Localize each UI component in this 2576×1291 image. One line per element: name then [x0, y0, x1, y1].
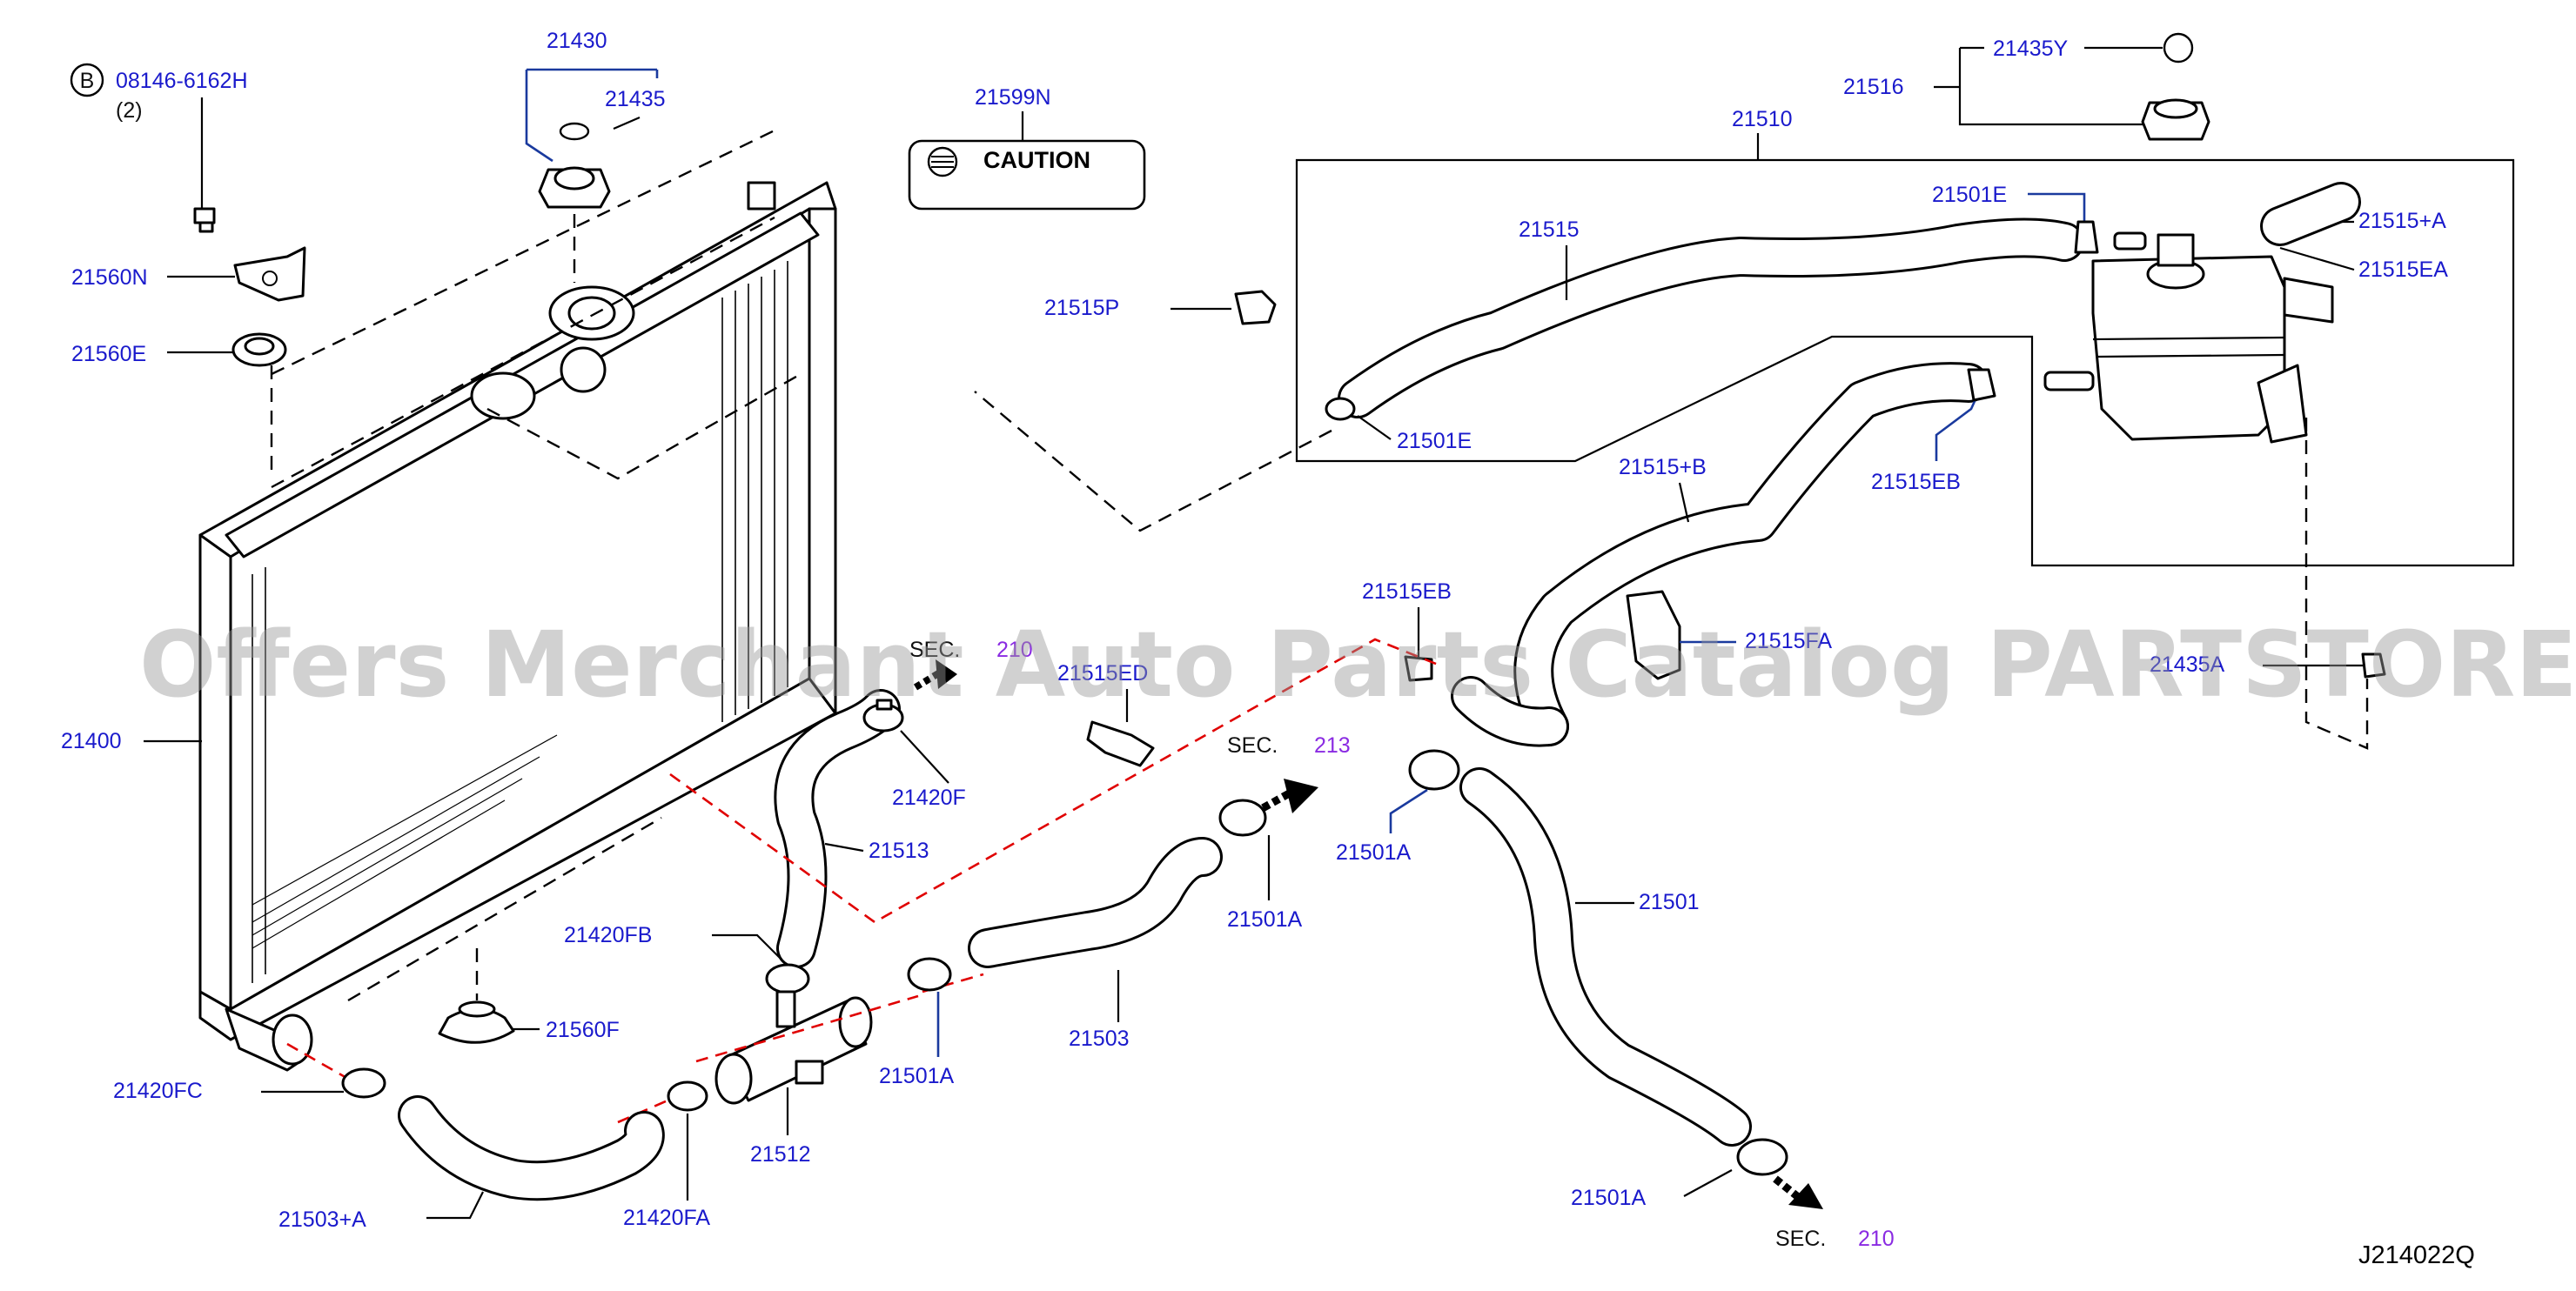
arrow-sec-210-bottom	[1788, 1183, 1823, 1209]
sec-label-number-2[interactable]: 213	[1314, 733, 1351, 758]
arrow-sec-213	[1284, 779, 1318, 813]
part-label-21501A-right[interactable]: 21501A	[1336, 840, 1412, 865]
sec-label-prefix-1: SEC.	[909, 638, 960, 662]
mount-21560F[interactable]	[438, 1000, 515, 1044]
part-label-21430[interactable]: 21430	[547, 29, 607, 53]
part-label-21515P[interactable]: 21515P	[1044, 296, 1119, 320]
bracket-21560N[interactable]	[233, 246, 306, 302]
clamp-21501A-bottom[interactable]	[1736, 1138, 1788, 1176]
sec-label-number-1[interactable]: 210	[996, 638, 1033, 662]
part-label-21420F[interactable]: 21420F	[892, 786, 966, 810]
clamp-21420FA[interactable]	[667, 1080, 708, 1112]
clip-21515EB-lower[interactable]	[1404, 655, 1433, 682]
sec-label-prefix-3: SEC.	[1775, 1227, 1826, 1251]
part-label-21501A-middle[interactable]: 21501A	[1227, 907, 1303, 932]
part-label-21599N[interactable]: 21599N	[975, 85, 1051, 110]
hose-21515pB[interactable]	[1549, 522, 1550, 523]
part-label-21501E-top[interactable]: 21501E	[1932, 183, 2007, 207]
part-label-21515FA[interactable]: 21515FA	[1745, 629, 1832, 653]
part-label-21515pA[interactable]: 21515+A	[2358, 209, 2446, 233]
part-label-08146-6162H[interactable]: 08146-6162H	[116, 69, 248, 93]
part-label-21560N[interactable]: 21560N	[71, 265, 148, 290]
bolt-part[interactable]	[193, 207, 216, 233]
clamp-21420F[interactable]	[862, 699, 904, 732]
caution-text: CAUTION	[983, 147, 1090, 173]
bracket-21515FA[interactable]	[1626, 590, 1681, 680]
part-label-21515[interactable]: 21515	[1519, 217, 1580, 242]
clamp-21420FB[interactable]	[765, 963, 810, 994]
part-label-21510[interactable]: 21510	[1732, 107, 1793, 131]
clamp-21501E-top[interactable]	[2074, 220, 2099, 254]
quantity-label: (2)	[116, 98, 143, 123]
part-label-21420FA[interactable]: 21420FA	[623, 1206, 710, 1230]
part-label-21503pA[interactable]: 21503+A	[278, 1207, 366, 1232]
part-label-21516[interactable]: 21516	[1843, 75, 1904, 99]
reservoir-cap-21516[interactable]	[2141, 98, 2210, 141]
reservoir-tank[interactable]	[2043, 231, 2334, 444]
part-label-21515ED[interactable]: 21515ED	[1057, 661, 1148, 686]
clip-21515P[interactable]	[1234, 290, 1277, 325]
clamp-21501A-lower-left[interactable]	[907, 957, 952, 992]
part-label-21560E[interactable]: 21560E	[71, 342, 146, 366]
clamp-21420FC[interactable]	[341, 1067, 386, 1099]
part-label-21435A[interactable]: 21435A	[2150, 652, 2225, 677]
cap-seal-21435Y[interactable]	[2163, 32, 2194, 64]
caution-label[interactable]: CAUTION	[908, 139, 1146, 211]
clamp-21501A-right[interactable]	[1408, 749, 1460, 791]
clamp-21501A-middle[interactable]	[1218, 799, 1267, 837]
housing-21512[interactable]	[714, 990, 873, 1105]
clamp-21501E-lower[interactable]	[1325, 397, 1356, 421]
radiator-cap-21430[interactable]	[538, 166, 611, 209]
bolt-badge: B	[70, 63, 104, 97]
sec-label-number-3[interactable]: 210	[1858, 1227, 1895, 1251]
part-label-21420FC[interactable]: 21420FC	[113, 1079, 203, 1103]
part-label-21435Y[interactable]: 21435Y	[1993, 37, 2069, 61]
part-label-21503[interactable]: 21503	[1069, 1027, 1130, 1051]
sec-label-prefix-2: SEC.	[1227, 733, 1278, 758]
part-label-21400[interactable]: 21400	[61, 729, 122, 753]
mount-21560E[interactable]	[231, 332, 287, 367]
part-label-21515EB-lower[interactable]: 21515EB	[1362, 579, 1452, 604]
part-label-21512[interactable]: 21512	[750, 1142, 811, 1167]
diagram-code: J214022Q	[2358, 1241, 2475, 1269]
part-label-21501E-lower[interactable]: 21501E	[1397, 429, 1472, 453]
hose-21515[interactable]	[1340, 383, 1341, 384]
part-label-21501[interactable]: 21501	[1639, 890, 1700, 914]
part-label-21515EB-upper[interactable]: 21515EB	[1871, 470, 1961, 494]
arrow-sec-210-top	[936, 659, 957, 689]
cap-seal-21435[interactable]	[559, 122, 590, 141]
part-label-21435[interactable]: 21435	[605, 87, 666, 111]
part-label-21501A-lower-left[interactable]: 21501A	[879, 1064, 955, 1088]
part-label-21501A-bottom[interactable]: 21501A	[1571, 1186, 1647, 1210]
bolt-badge-letter: B	[80, 69, 95, 93]
bolt-21435A[interactable]	[2361, 652, 2386, 679]
watermark-text: Offers Merchant Auto Parts Catalog PARTS…	[139, 612, 2576, 718]
clamp-21515EB-upper[interactable]	[1967, 368, 1996, 402]
part-label-21560F[interactable]: 21560F	[546, 1018, 620, 1042]
part-label-21513[interactable]: 21513	[869, 839, 929, 863]
radiator-core[interactable]	[198, 181, 837, 1072]
part-label-21420FB[interactable]: 21420FB	[564, 923, 652, 947]
clip-21515ED[interactable]	[1086, 720, 1155, 767]
part-label-21515pB[interactable]: 21515+B	[1619, 455, 1707, 479]
part-label-21515EA[interactable]: 21515EA	[2358, 258, 2448, 282]
